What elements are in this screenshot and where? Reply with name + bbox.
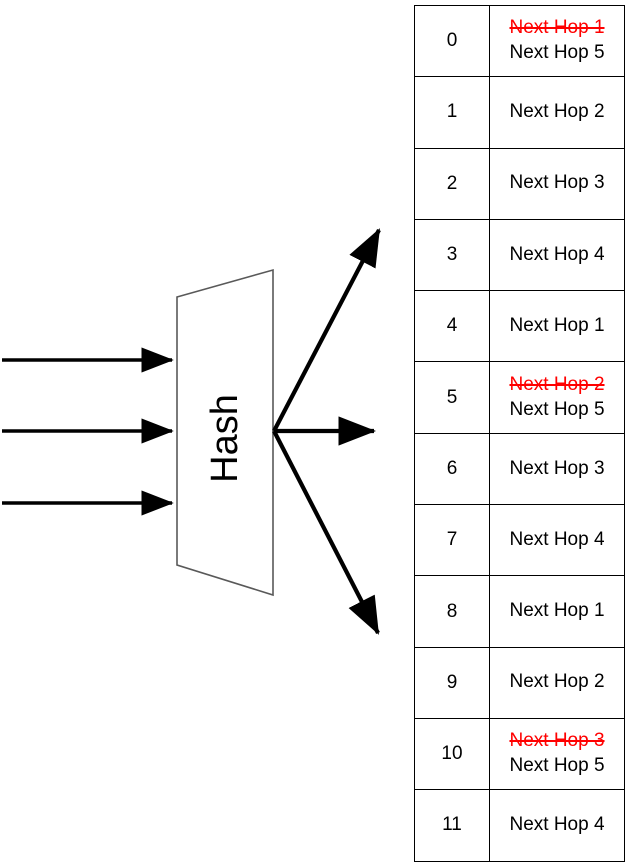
hash-block-shape <box>176 268 274 597</box>
flow-nexthop: Next Hop 1 <box>489 575 625 648</box>
flow-index: 10 <box>414 717 490 791</box>
active-nexthop: Next Hop 4 <box>509 243 605 265</box>
flow-index: 9 <box>414 646 490 719</box>
table-row: 11 Next Hop 4 <box>414 789 625 862</box>
table-row: 7 Next Hop 4 <box>414 504 625 577</box>
flow-index: 0 <box>414 4 490 78</box>
table-row: 5 Next Hop 2 Next Hop 5 <box>414 361 625 434</box>
flow-nexthop: Next Hop 2 <box>489 76 625 149</box>
flow-index: 5 <box>414 361 490 434</box>
table-row: 10 Next Hop 3 Next Hop 5 <box>414 717 625 791</box>
active-nexthop: Next Hop 1 <box>509 600 605 622</box>
flow-nexthop: Next Hop 3 <box>489 432 625 506</box>
flow-index: 8 <box>414 575 490 648</box>
table-row: 4 Next Hop 1 <box>414 290 625 363</box>
active-nexthop: Next Hop 4 <box>509 528 605 550</box>
table-row: 2 Next Hop 3 <box>414 147 625 220</box>
flow-table-body: 0 Next Hop 1 Next Hop 5 1 Next Hop 2 2 N… <box>414 4 625 862</box>
flow-nexthop: Next Hop 3 Next Hop 5 <box>489 717 625 791</box>
active-nexthop: Next Hop 5 <box>509 755 605 777</box>
flow-nexthop: Next Hop 2 Next Hop 5 <box>489 361 625 434</box>
flow-nexthop: Next Hop 2 <box>489 646 625 719</box>
flow-index: 7 <box>414 504 490 577</box>
flow-index: 2 <box>414 147 490 220</box>
retired-nexthop: Next Hop 3 <box>509 730 605 752</box>
active-nexthop: Next Hop 2 <box>509 101 605 123</box>
flow-nexthop: Next Hop 1 Next Hop 5 <box>489 4 625 78</box>
table-row: 1 Next Hop 2 <box>414 76 625 149</box>
flow-index: 3 <box>414 218 490 292</box>
retired-nexthop: Next Hop 2 <box>509 373 605 395</box>
active-nexthop: Next Hop 3 <box>509 457 605 479</box>
flow-table: 0 Next Hop 1 Next Hop 5 1 Next Hop 2 2 N… <box>414 4 625 862</box>
flow-index: 4 <box>414 290 490 363</box>
flow-nexthop: Next Hop 4 <box>489 504 625 577</box>
output-arrow-down <box>272 430 380 635</box>
table-row: 0 Next Hop 1 Next Hop 5 <box>414 4 625 78</box>
flow-index: 11 <box>414 789 490 862</box>
table-row: 9 Next Hop 2 <box>414 646 625 719</box>
flow-index: 1 <box>414 76 490 149</box>
table-row: 8 Next Hop 1 <box>414 575 625 648</box>
flow-nexthop: Next Hop 4 <box>489 789 625 862</box>
flow-nexthop: Next Hop 3 <box>489 147 625 220</box>
flow-index: 6 <box>414 432 490 506</box>
active-nexthop: Next Hop 3 <box>509 172 605 194</box>
flow-nexthop: Next Hop 1 <box>489 290 625 363</box>
active-nexthop: Next Hop 2 <box>509 671 605 693</box>
active-nexthop: Next Hop 5 <box>509 398 605 420</box>
active-nexthop: Next Hop 5 <box>509 42 605 64</box>
table-row: 3 Next Hop 4 <box>414 218 625 292</box>
output-arrow-up <box>272 228 381 432</box>
active-nexthop: Next Hop 4 <box>509 814 605 836</box>
table-row: 6 Next Hop 3 <box>414 432 625 506</box>
flow-nexthop: Next Hop 4 <box>489 218 625 292</box>
active-nexthop: Next Hop 1 <box>509 314 605 336</box>
retired-nexthop: Next Hop 1 <box>509 17 605 39</box>
